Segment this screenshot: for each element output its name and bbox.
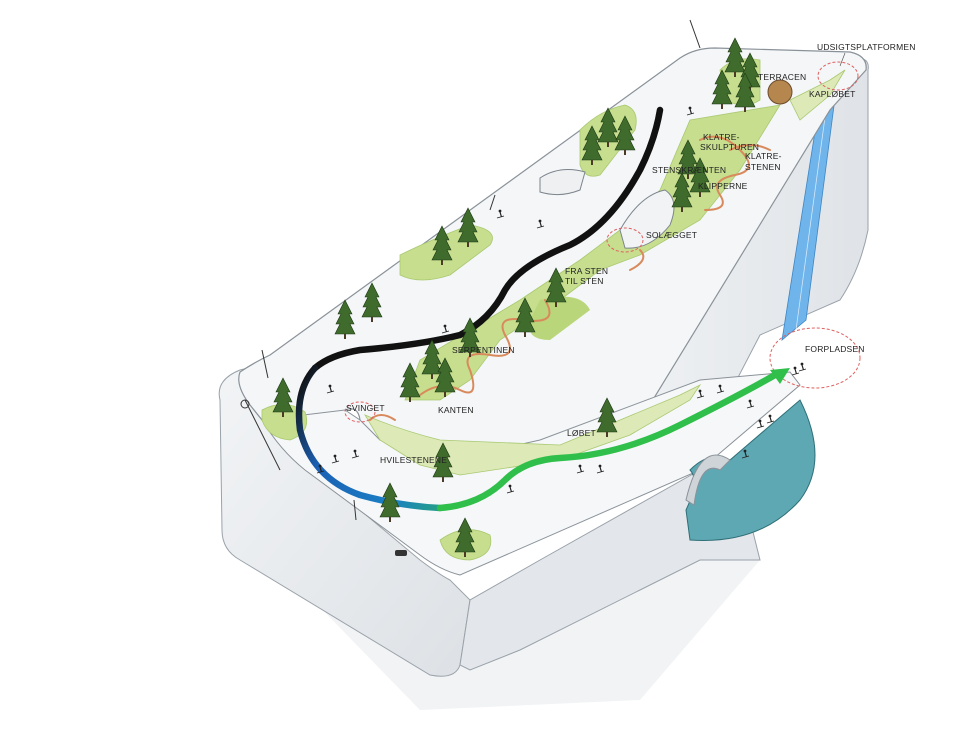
label-svinget: SVINGET [346, 403, 385, 413]
ski-runs [295, 106, 790, 512]
tunnel-arch [685, 454, 731, 506]
lamp-posts [240, 19, 701, 521]
label-klatreskulpturen-1: KLATRE- [703, 132, 740, 142]
label-loebet: LØBET [567, 428, 596, 438]
label-fra-sten-2: TIL STEN [565, 276, 604, 286]
label-kanten: KANTEN [438, 405, 474, 415]
label-hvilestenene: HVILESTENENE [380, 455, 447, 465]
label-stenskraenten: STENSKRÆNTEN [652, 165, 726, 175]
label-serpentinen: SERPENTINEN [452, 345, 515, 355]
label-terracen: TERRACEN [758, 72, 806, 82]
pod-marker [395, 550, 407, 556]
ground-shadow [235, 520, 760, 710]
labels: UDSIGTSPLATFORMEN TERRACEN KAPLØBET KLAT… [346, 42, 916, 465]
label-klatreskulpturen-2: SKULPTUREN [700, 142, 759, 152]
label-udsigtsplatformen: UDSIGTSPLATFORMEN [817, 42, 916, 52]
green-run [436, 371, 779, 512]
label-solaegget: SOLÆGGET [646, 230, 697, 240]
leader-lines [839, 52, 846, 67]
label-fra-sten-1: FRA STEN [565, 266, 608, 276]
label-klatrestenen-1: KLATRE- [745, 151, 782, 161]
rock-features [539, 79, 793, 249]
label-forpladsen: FORPLADSEN [805, 344, 865, 354]
dashed-zones [344, 61, 861, 423]
black-run [311, 106, 664, 372]
blue-run [295, 364, 444, 512]
runout-surface [261, 371, 801, 576]
label-klatrestenen-2: STENEN [745, 162, 781, 172]
label-klipperne: KLIPPERNE [698, 181, 748, 191]
label-kaploebet: KAPLØBET [809, 89, 855, 99]
green-run-arrow [770, 368, 790, 384]
